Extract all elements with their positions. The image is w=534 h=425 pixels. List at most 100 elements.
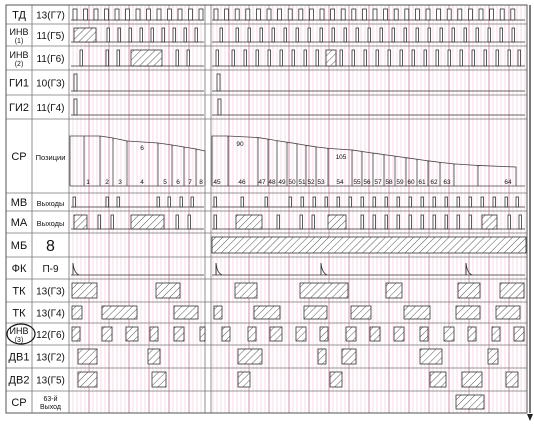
inv2-pulse	[175, 49, 179, 67]
inv1-pulse	[106, 27, 110, 43]
inv3-block	[221, 326, 231, 342]
fk-spike	[465, 262, 473, 276]
inv2-pulse	[459, 49, 463, 67]
row-code-tk2: 13(Г4)	[36, 309, 65, 320]
row-code2-sr2: Выход	[40, 404, 61, 411]
mv-pulse	[300, 196, 304, 208]
inv2-pulse	[363, 49, 367, 67]
dv1-block	[237, 348, 263, 365]
mv-pulse	[264, 196, 268, 208]
row-sub-inv2: (2)	[15, 61, 24, 68]
mv-pulse	[179, 196, 183, 208]
inv2-pulse	[399, 49, 403, 67]
td-pulse	[213, 8, 219, 21]
ma-pulse	[372, 214, 376, 230]
row-name-dv2: ДВ2	[9, 375, 30, 387]
inv2-pulse	[303, 49, 307, 67]
inv3-block	[199, 326, 206, 342]
row-name-inv2: ИНВ	[10, 50, 29, 60]
td-pulse	[287, 8, 293, 21]
row-name-inv1: ИНВ	[10, 27, 29, 37]
ma-block	[73, 214, 88, 230]
inv3-block	[71, 326, 81, 342]
inv3-block	[369, 326, 381, 342]
mv-pulse	[372, 196, 376, 208]
position-label: 7	[188, 179, 192, 186]
inv1-pulse	[139, 27, 143, 43]
dv2-block	[505, 371, 519, 388]
position-label: 3	[118, 179, 122, 186]
mb-block	[211, 236, 527, 254]
inv1-pulse	[487, 27, 491, 43]
ma-pulse	[175, 214, 179, 230]
ma-pulse	[408, 214, 412, 230]
position-label: 61	[418, 179, 426, 186]
mv-pulse	[156, 196, 160, 208]
inv3-block	[295, 326, 307, 342]
mv-pulse	[492, 196, 496, 208]
td-pulse	[340, 8, 346, 21]
td-pulse	[93, 8, 99, 21]
inv1-pulse	[295, 27, 299, 43]
position-label: 5	[163, 179, 167, 186]
inv2-pulse	[411, 49, 415, 67]
inv2-pulse	[215, 49, 219, 67]
inv1-pulse	[331, 27, 335, 43]
position-label: 56	[363, 179, 371, 186]
position-label: 52	[307, 179, 315, 186]
row-code-gi1: 10(Г3)	[36, 79, 65, 90]
tk2-block	[71, 305, 83, 320]
row-code-tk1: 13(Г3)	[36, 287, 65, 298]
waveforms	[71, 8, 527, 410]
row-name-sr: СР	[11, 151, 26, 163]
inv1-pulse	[511, 27, 515, 43]
inv1-pulse	[219, 27, 223, 43]
td-pulse	[330, 8, 336, 21]
td-pulse	[467, 8, 473, 21]
inv2-pulse	[243, 49, 247, 67]
inv1-pulse	[367, 27, 371, 43]
ma-pulse	[384, 214, 388, 230]
td-pulse	[188, 8, 193, 21]
inv2-pulse	[351, 49, 355, 67]
inv3-block	[467, 326, 477, 342]
inv2-pulse	[279, 49, 283, 67]
inv2-pulse	[267, 49, 271, 67]
row-code-inv3: 12(Г6)	[36, 330, 65, 341]
ma-pulse	[276, 214, 280, 230]
inv3-block	[319, 326, 329, 342]
td-pulse	[224, 8, 230, 21]
row-name-tk2: ТК	[12, 308, 26, 320]
row-code-sr2: 63-й	[43, 395, 57, 403]
ma-pulse	[420, 214, 424, 230]
ma-block	[130, 214, 165, 230]
inv1-pulse	[439, 27, 443, 43]
inv2-pulse	[435, 49, 439, 67]
sr-left-steps	[69, 135, 206, 186]
position-label: 47	[258, 179, 266, 186]
position-label: 50	[288, 179, 296, 186]
row-name-gi1: ГИ1	[9, 78, 29, 90]
inv2-pulse	[315, 49, 319, 67]
td-pulse	[319, 8, 325, 21]
mv-pulse	[348, 196, 352, 208]
inv1-pulse	[194, 27, 198, 43]
inv1-pulse	[150, 27, 154, 43]
staircase-label: 105	[336, 154, 347, 161]
tk2-block	[213, 305, 223, 320]
inv3-block	[513, 326, 525, 342]
inv3-block	[393, 326, 405, 342]
row-name-ma: МА	[11, 217, 28, 229]
highlight-ellipse	[6, 323, 36, 345]
inv1-pulse	[283, 27, 287, 43]
inv2-pulse	[495, 49, 499, 67]
tk2-block	[350, 305, 372, 320]
row-code-ma: Выходы	[37, 219, 65, 228]
inv1-pulse	[451, 27, 455, 43]
tk1-block	[155, 282, 181, 299]
staircase-label: 6	[140, 145, 144, 152]
inv1-pulse	[475, 27, 479, 43]
row-name-inv3: ИНВ	[10, 326, 29, 336]
table-frame	[5, 4, 528, 414]
